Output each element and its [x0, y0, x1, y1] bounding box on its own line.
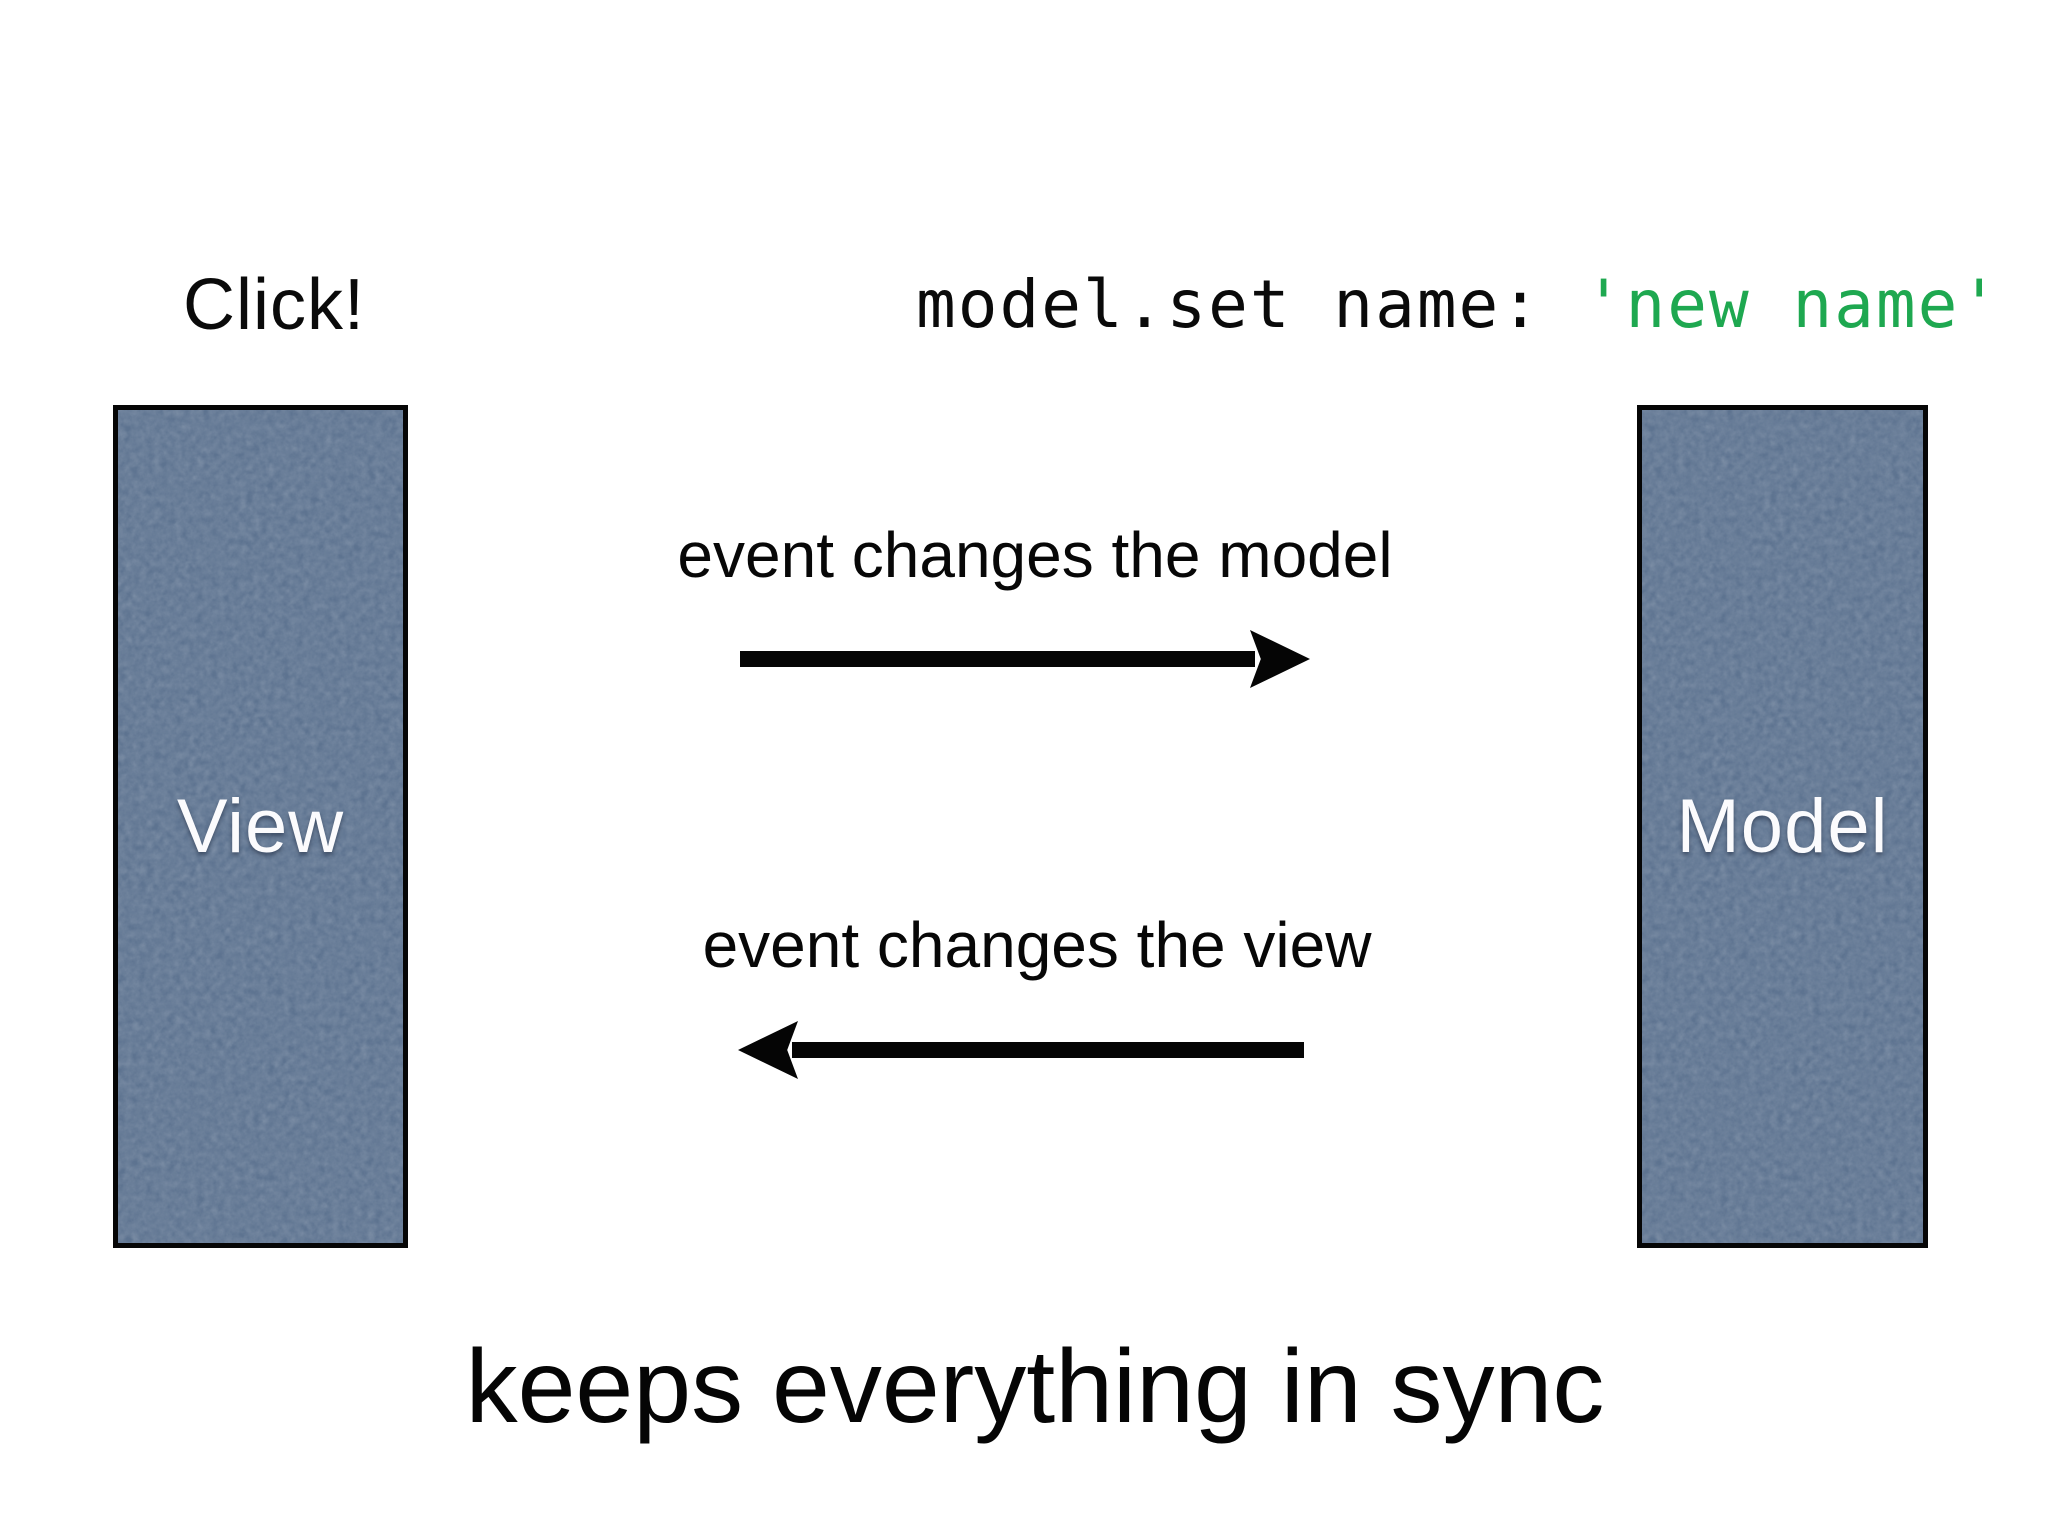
- arrow-bottom-caption: event changes the view: [702, 909, 1372, 981]
- code-snippet: model.set name: 'new name': [916, 266, 2001, 343]
- footer-caption: keeps everything in sync: [465, 1329, 1605, 1445]
- view-box-label: View: [176, 784, 345, 869]
- arrow-left-icon: [738, 1021, 798, 1079]
- click-label: Click!: [183, 265, 365, 345]
- code-string-text: 'new name': [1583, 266, 2002, 343]
- model-box: Model: [1637, 405, 1928, 1248]
- arrow-top-caption: event changes the model: [677, 519, 1393, 591]
- arrow-left-line: [792, 1042, 1304, 1058]
- model-box-label: Model: [1676, 784, 1889, 869]
- view-box: View: [113, 405, 408, 1248]
- arrow-right-icon: [1250, 630, 1310, 688]
- arrow-right-line: [740, 651, 1255, 667]
- code-keyword-text: model.set name:: [916, 266, 1584, 343]
